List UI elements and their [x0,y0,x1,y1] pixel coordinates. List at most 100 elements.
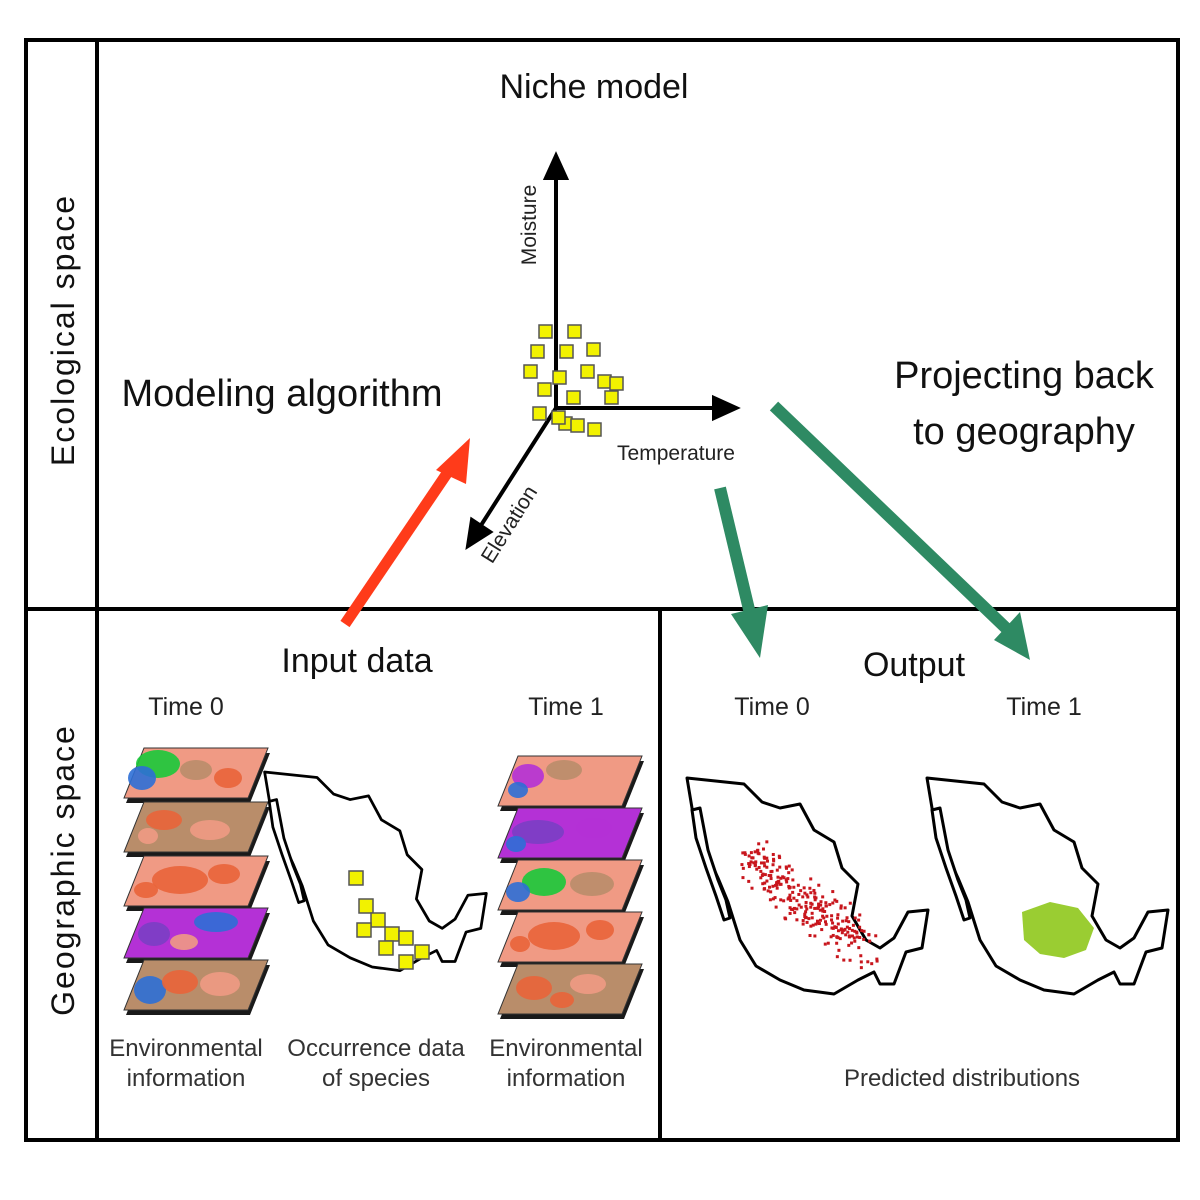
prediction-cell [820,928,824,932]
prediction-cell [761,872,765,876]
prediction-cell [809,905,813,909]
prediction-cell [761,847,765,851]
layer-patch [576,818,612,838]
prediction-cell [775,880,779,884]
prediction-cell [836,922,840,926]
prediction-cell [855,935,859,939]
prediction-cell [862,929,866,933]
env-caption-time1-line2: information [507,1065,626,1092]
prediction-cell [821,907,825,911]
prediction-cell [795,918,799,922]
layer-patch [214,768,242,788]
layer-patch [138,922,170,946]
prediction-cell [866,960,870,964]
occurrence-square [609,376,624,391]
occurrence-square [358,898,374,914]
prediction-cell [847,934,851,938]
prediction-cell [821,895,825,899]
prediction-cell [762,855,766,859]
prediction-cell [858,925,862,929]
prediction-cell [771,852,775,856]
occurrence-square [398,930,414,946]
prediction-cell [788,906,792,910]
occurrence-square [537,382,552,397]
prediction-cell [748,862,752,866]
layer-patch [194,912,238,932]
prediction-cell [831,926,835,930]
prediction-cell [757,865,761,869]
prediction-cell [839,928,843,932]
predicted-map-time0 [685,776,930,996]
env-caption-time0-line1: Environmental [109,1035,262,1062]
prediction-cell [740,863,744,867]
prediction-cell [836,929,840,933]
layer-patch [170,934,198,950]
prediction-cell [802,886,806,890]
prediction-cell [838,937,842,941]
prediction-cell [792,896,796,900]
prediction-cell [801,895,805,899]
prediction-cell [824,904,828,908]
modeling-algorithm-label: Modeling algorithm [121,373,442,415]
layer-patch [510,936,530,952]
layer-patch [550,992,574,1008]
occurrence-square [570,418,585,433]
occurrence-square [370,912,386,928]
map-layer [123,855,270,911]
prediction-cell [763,864,767,868]
prediction-cell [815,919,819,923]
projecting-arrow-time1 [769,401,1030,660]
prediction-cell [762,887,766,891]
prediction-cell [850,934,854,938]
prediction-cell [853,939,857,943]
prediction-cell [788,911,792,915]
prediction-cell [814,922,818,926]
prediction-cell [810,916,814,920]
prediction-cell [805,893,809,897]
prediction-cell [768,898,772,902]
occurrence-square [532,406,547,421]
prediction-cell [859,960,863,964]
prediction-cell [774,883,778,887]
occurrence-square [523,364,538,379]
prediction-cell [843,906,847,910]
occurrence-square [378,940,394,956]
prediction-cell [821,909,825,913]
layer-patch [200,972,240,996]
prediction-cell [860,929,864,933]
prediction-cell [782,899,786,903]
prediction-cell [848,927,852,931]
prediction-cell [755,867,759,871]
map-layer [123,801,270,857]
prediction-cell [858,936,862,940]
map-layer [123,747,270,803]
prediction-cell [852,936,856,940]
occurrence-square [398,954,414,970]
layer-patch [506,836,526,852]
prediction-cell [823,942,827,946]
niche-model-title: Niche model [500,68,689,106]
predicted-range-time0 [740,840,879,970]
prediction-cell [759,861,763,865]
prediction-cell [836,916,840,920]
prediction-cell [814,896,818,900]
occurrence-square [597,374,612,389]
prediction-cell [777,879,781,883]
prediction-cell [850,941,854,945]
map-layer [123,959,270,1015]
prediction-cell [850,928,854,932]
prediction-cell [819,900,823,904]
prediction-cell [867,933,871,937]
layer-patch [570,974,606,994]
prediction-cell [804,904,808,908]
prediction-cell [810,902,814,906]
prediction-cell [801,919,805,923]
prediction-cell [830,914,834,918]
occurrence-square [356,922,372,938]
prediction-cell [750,886,754,890]
occurrence-square [587,422,602,437]
layer-patch [134,976,166,1004]
prediction-cell [824,922,828,926]
predicted-map-time1 [925,776,1170,996]
prediction-cell [805,907,809,911]
